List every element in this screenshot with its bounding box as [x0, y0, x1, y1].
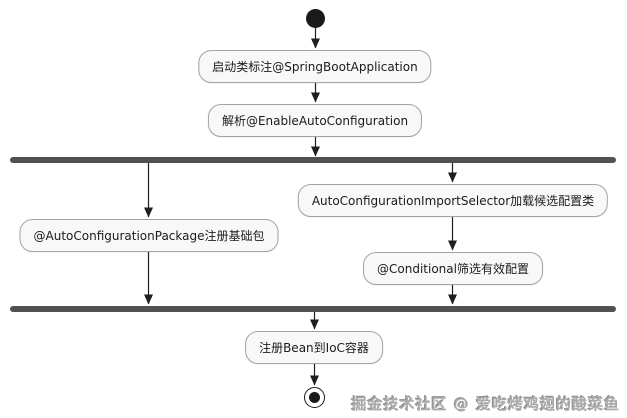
fork-bar	[10, 157, 616, 163]
activity-register-base-package: @AutoConfigurationPackage注册基础包	[19, 219, 279, 252]
end-node-dot	[309, 392, 320, 403]
end-node	[304, 387, 325, 408]
activity-register-bean-to-ioc: 注册Bean到IoC容器	[245, 331, 383, 364]
activity-import-selector-load-candidates: AutoConfigurationImportSelector加载候选配置类	[297, 184, 609, 217]
activity-start-annotation: 启动类标注@SpringBootApplication	[198, 50, 432, 83]
activity-conditional-filter: @Conditional筛选有效配置	[363, 252, 543, 285]
start-node	[306, 9, 325, 28]
join-bar	[10, 306, 616, 312]
watermark-text: 掘金技术社区 @ 爱吃烤鸡翅的酸菜鱼	[351, 395, 620, 413]
activity-parse-enable-autoconfiguration: 解析@EnableAutoConfiguration	[207, 104, 423, 137]
